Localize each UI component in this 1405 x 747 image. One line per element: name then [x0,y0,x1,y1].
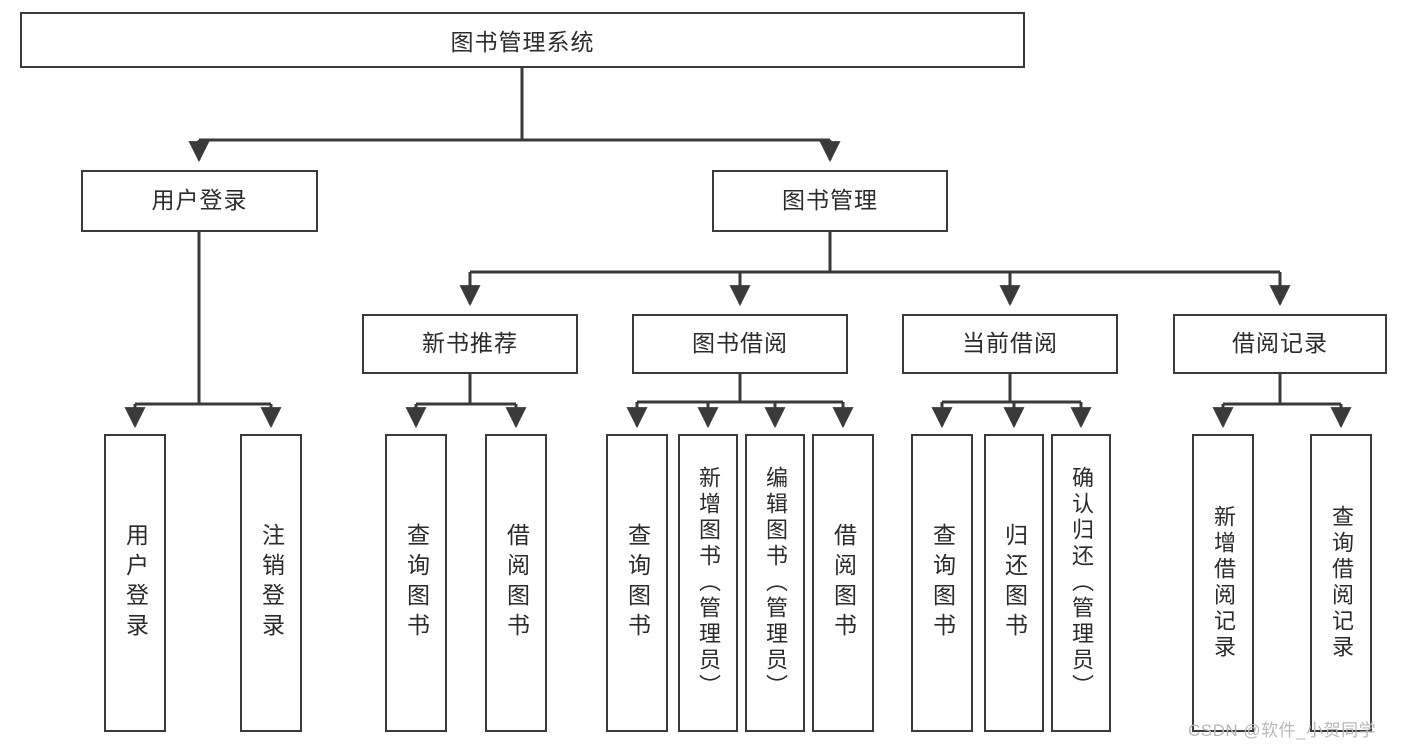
leaf-user-login[interactable]: 用户登录 [104,434,166,732]
leaf-query-book-2[interactable]: 查询图书 [606,434,668,732]
leaf-query-book-1[interactable]: 查询图书 [385,434,447,732]
leaf-borrow-book-1[interactable]: 借阅图书 [485,434,547,732]
leaf-edit-book-label: 编辑图书（管理员） [763,466,788,700]
leaf-borrow-book-1-label: 借阅图书 [503,523,530,643]
leaf-query-borrow-record[interactable]: 查询借阅记录 [1310,434,1372,732]
node-current-borrow[interactable]: 当前借阅 [902,314,1118,374]
leaf-query-book-1-label: 查询图书 [403,523,430,643]
leaf-return-book-label: 归还图书 [1001,523,1028,643]
node-book-manage-label: 图书管理 [782,187,878,214]
node-user-login-label: 用户登录 [151,187,248,214]
leaf-borrow-book-2[interactable]: 借阅图书 [812,434,874,732]
leaf-add-book-label: 新增图书（管理员） [696,466,721,700]
leaf-edit-book[interactable]: 编辑图书（管理员） [745,434,805,732]
leaf-query-book-3-label: 查询图书 [929,523,956,643]
leaf-query-book-3[interactable]: 查询图书 [911,434,973,732]
node-borrow-record[interactable]: 借阅记录 [1173,314,1387,374]
node-book-borrow-label: 图书借阅 [692,330,788,357]
node-new-book-recommend[interactable]: 新书推荐 [362,314,578,374]
node-root-system[interactable]: 图书管理系统 [20,12,1025,68]
leaf-borrow-book-2-label: 借阅图书 [830,523,857,643]
leaf-query-book-2-label: 查询图书 [624,523,651,643]
leaf-add-borrow-record-label: 新增借阅记录 [1211,505,1236,661]
node-borrow-record-label: 借阅记录 [1232,330,1328,357]
node-user-login[interactable]: 用户登录 [81,170,318,232]
leaf-logout-login[interactable]: 注销登录 [240,434,302,732]
node-current-borrow-label: 当前借阅 [962,330,1058,357]
node-root-label: 图书管理系统 [450,29,595,55]
leaf-logout-login-label: 注销登录 [258,523,285,643]
leaf-add-book[interactable]: 新增图书（管理员） [678,434,738,732]
leaf-confirm-return[interactable]: 确认归还（管理员） [1051,434,1111,732]
leaf-return-book[interactable]: 归还图书 [984,434,1044,732]
leaf-user-login-label: 用户登录 [122,523,149,643]
node-book-manage[interactable]: 图书管理 [712,170,948,232]
node-book-borrow[interactable]: 图书借阅 [632,314,848,374]
leaf-add-borrow-record[interactable]: 新增借阅记录 [1192,434,1254,732]
node-new-book-recommend-label: 新书推荐 [422,330,518,357]
leaf-confirm-return-label: 确认归还（管理员） [1069,466,1094,700]
leaf-query-borrow-record-label: 查询借阅记录 [1329,505,1354,661]
